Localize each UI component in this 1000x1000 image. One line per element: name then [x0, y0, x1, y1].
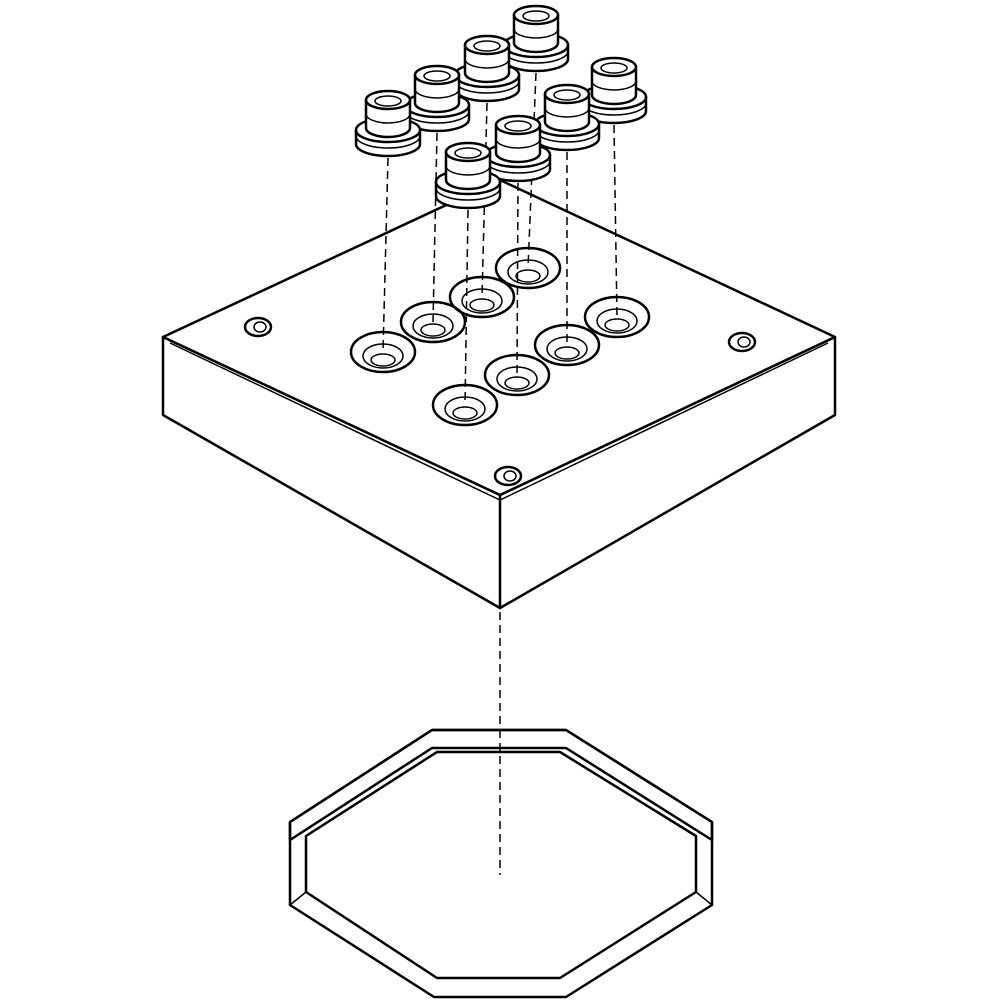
push-in-fitting — [403, 64, 471, 133]
threaded-mounting-hole — [243, 316, 273, 338]
push-in-fitting — [434, 141, 502, 210]
push-in-fitting — [502, 4, 570, 73]
push-in-fitting — [580, 56, 648, 125]
fitting-axis-line — [464, 209, 469, 406]
threaded-mounting-hole — [493, 465, 523, 487]
push-in-fitting — [484, 114, 552, 183]
sub-base-plate — [161, 178, 837, 610]
push-in-fitting — [533, 83, 601, 152]
fitting-axis-line — [432, 132, 438, 323]
octagonal-seal — [288, 728, 714, 999]
fitting-axis-line — [516, 182, 519, 376]
fitting-axis-line — [382, 157, 389, 353]
threaded-mounting-hole — [727, 331, 757, 353]
fitting-axis-line — [613, 124, 618, 318]
push-in-fitting — [453, 34, 521, 103]
push-in-fitting — [354, 89, 422, 158]
